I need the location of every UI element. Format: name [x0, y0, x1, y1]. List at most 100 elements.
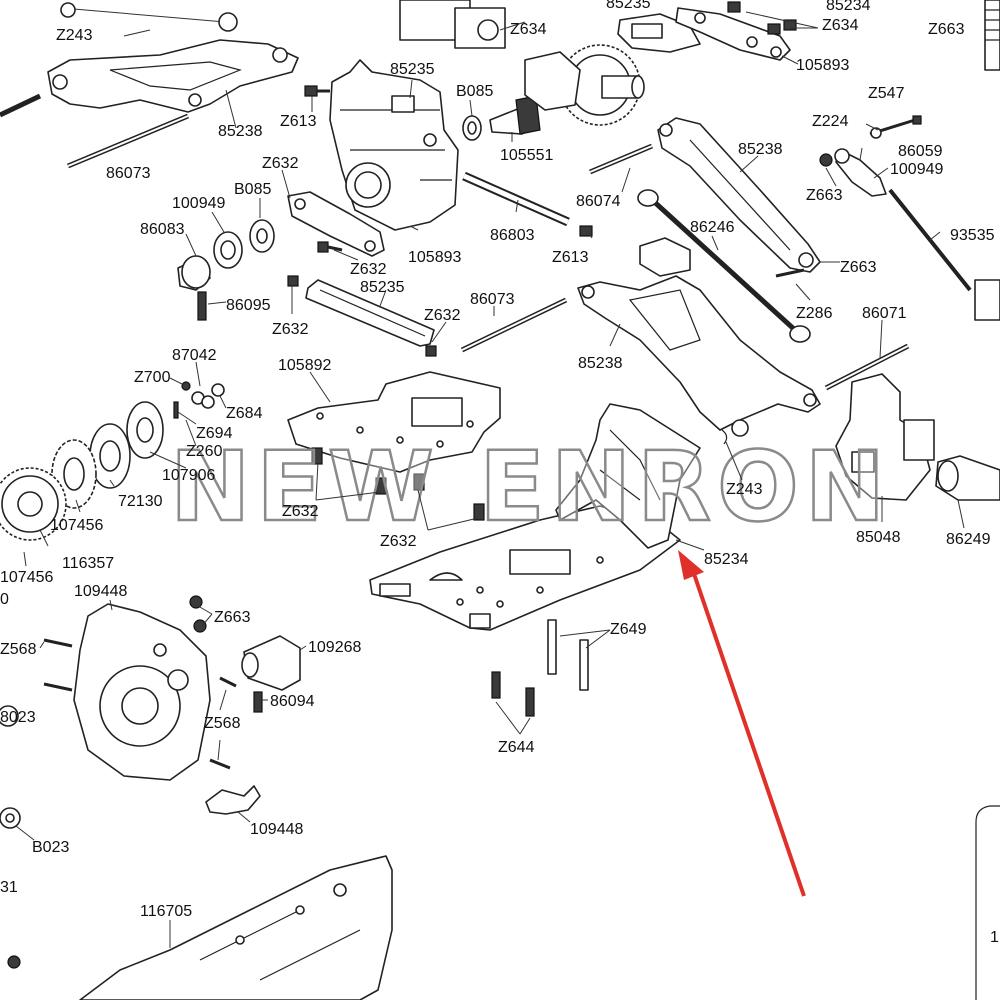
label-86094: 86094 [270, 693, 315, 710]
label-86074: 86074 [576, 193, 621, 210]
pin-86094 [253, 691, 263, 713]
pin-86074 [589, 143, 653, 175]
label-Z224: Z224 [812, 113, 849, 130]
label-86095: 86095 [226, 297, 271, 314]
pin-z694 [173, 401, 179, 419]
label-72130: 72130 [118, 493, 163, 510]
label-B023-a: 8023 [0, 709, 36, 726]
screws-z632-e [311, 447, 485, 521]
label-105892: 105892 [278, 357, 331, 374]
label-Z260: Z260 [186, 443, 223, 460]
label-116357: 116357 [62, 555, 114, 572]
washer-z224 [870, 127, 882, 139]
bearing-b085-b [249, 219, 275, 253]
label-86249: 86249 [946, 531, 991, 548]
label-86803: 86803 [490, 227, 535, 244]
screw-edge-left [7, 955, 21, 969]
label-Z286: Z286 [796, 305, 833, 322]
plate-105893-mid [287, 191, 385, 257]
skid-plate-85234 [369, 403, 701, 631]
label-93535: 93535 [950, 227, 995, 244]
label-Z632-c: Z632 [272, 321, 309, 338]
screw-z613-a [304, 85, 330, 97]
lower-arm-85238-top [47, 39, 299, 113]
diff-top [399, 0, 506, 49]
label-109268: 109268 [308, 639, 361, 656]
axle-86249 [935, 455, 1000, 501]
label-Z632-f: Z632 [380, 533, 417, 550]
pin-86095 [197, 291, 207, 321]
label-105893-top: 105893 [796, 57, 849, 74]
label-Z634-b: Z634 [822, 17, 859, 34]
label-Z649: Z649 [610, 621, 647, 638]
label-Z663-mid: Z663 [840, 259, 877, 276]
diff-ring-gear [524, 44, 645, 126]
label-Z568-a: Z568 [0, 641, 37, 658]
label-86073-top: 86073 [106, 165, 151, 182]
label-105551: 105551 [500, 147, 553, 164]
part-labels: Z243 85238 86073 Z634 85235 85234 Z634 1… [0, 0, 999, 946]
label-Z243-top: Z243 [56, 27, 93, 44]
label-Z613-b: Z613 [552, 249, 589, 266]
pressure-plate-107906 [126, 401, 164, 459]
label-Z632-d: Z632 [424, 307, 461, 324]
label-109448-top: 109448 [74, 583, 127, 600]
label-86073-mid: 86073 [470, 291, 515, 308]
bearing-b023-b [0, 807, 21, 829]
lower-arm-85238-mid [577, 237, 821, 437]
pin-86073-top [0, 93, 189, 169]
label-Z632-a: Z632 [262, 155, 299, 172]
label-Z632-e: Z632 [282, 503, 319, 520]
plate-105893-top [675, 7, 791, 61]
driveshaft-top-left [60, 2, 238, 32]
screws-z644 [491, 671, 535, 717]
label-Z684: Z684 [226, 405, 263, 422]
label-Z663-low: Z663 [214, 609, 251, 626]
bracket-109448-low [205, 785, 261, 815]
plate-105892 [287, 371, 501, 473]
label-116705: 116705 [140, 903, 192, 920]
label-Z644: Z644 [498, 739, 535, 756]
label-85234-main: 85234 [704, 551, 749, 568]
spur-gear-116357 [0, 467, 67, 541]
label-B023-b: B023 [32, 839, 69, 856]
label-B085-a: B085 [456, 83, 493, 100]
label-Z632-b: Z632 [350, 261, 387, 278]
driveshaft-86246 [637, 189, 811, 343]
screws-z649 [547, 619, 589, 691]
nuts-z663-low [189, 595, 207, 633]
label-85235-top: 85235 [606, 0, 651, 12]
label-Z634-a: Z634 [510, 21, 547, 38]
label-86083: 86083 [140, 221, 185, 238]
gear-case-109448 [73, 603, 211, 781]
label-86246: 86246 [690, 219, 735, 236]
label-100949-left: 100949 [172, 195, 225, 212]
screw-z632-b [317, 241, 343, 253]
bar-85235-low [305, 279, 435, 347]
highlight-arrow [678, 550, 806, 897]
screws-z568-a [43, 638, 73, 692]
shock-right-edge [984, 0, 1000, 71]
bearing-b023-a [0, 705, 19, 727]
coupler-109268 [241, 635, 301, 691]
turnbuckle-93535 [834, 148, 1000, 321]
screws-z634-right [727, 1, 797, 35]
label-85238-mid: 85238 [578, 355, 623, 372]
label-86071: 86071 [862, 305, 907, 322]
nut-z700 [181, 381, 191, 391]
label-107906: 107906 [162, 467, 215, 484]
screw-z286 [775, 268, 805, 278]
label-Z547: Z547 [868, 85, 905, 102]
clip-z243-mid [721, 429, 728, 445]
label-Z243-mid: Z243 [726, 481, 763, 498]
label-Z568-b: Z568 [204, 715, 241, 732]
label-edge-1: 1 [990, 929, 999, 946]
label-85238-top: 85238 [218, 123, 263, 140]
label-Z663-right: Z663 [806, 187, 843, 204]
label-87042: 87042 [172, 347, 217, 364]
label-100949-right: 100949 [890, 161, 943, 178]
output-cup-86083 [177, 255, 211, 291]
label-85235-low: 85235 [360, 279, 405, 296]
